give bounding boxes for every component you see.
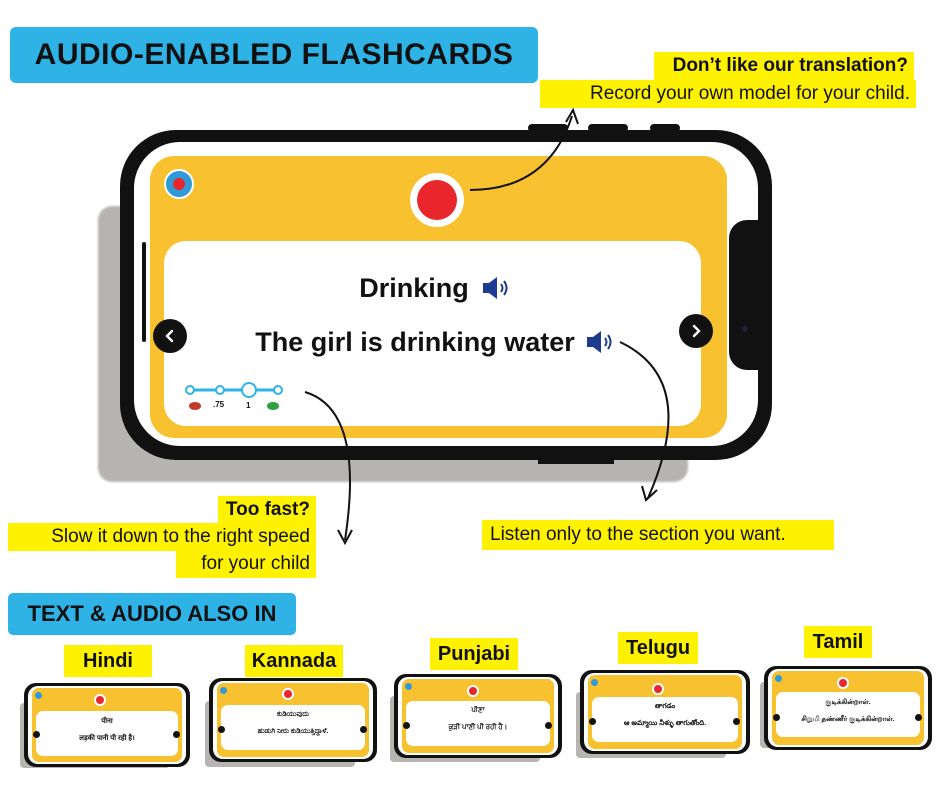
language-label: Punjabi [430, 638, 518, 670]
language-label: Hindi [64, 645, 152, 677]
side-indicator [142, 242, 146, 342]
flashcard-sentence: The girl is drinking water [255, 326, 575, 357]
mini-sentence: ఆ అమ్మాయి నీళ్ళు తాగుతోంది. [623, 720, 707, 727]
language-label: Telugu [618, 632, 698, 664]
mini-word: తాగడం [654, 703, 676, 710]
mini-sentence: लड़की पानी पी रही है। [79, 735, 135, 742]
language-card-punjabi[interactable]: Punjabi ਪੀਣਾ ਕੁੜੀ ਪਾਣੀ ਪੀ ਰਹੀ ਹੈ। [390, 638, 565, 768]
rabbit-icon [267, 402, 279, 410]
camera-dot [742, 326, 748, 332]
listen-callout: Listen only to the section you want. [482, 520, 834, 550]
mini-record-icon [652, 683, 664, 695]
mini-sentence: ਕੁੜੀ ਪਾਣੀ ਪੀ ਰਹੀ ਹੈ। [448, 724, 508, 731]
chevron-left-icon [165, 329, 174, 343]
language-label: Kannada [245, 645, 343, 677]
sentence-row: The girl is drinking water [220, 322, 650, 362]
record-button[interactable] [410, 173, 464, 227]
language-label: Tamil [804, 626, 872, 658]
mini-record-icon [282, 688, 294, 700]
mini-word: குடிக்கின்றாள். [825, 699, 871, 706]
sentence-speaker-icon[interactable] [585, 328, 615, 356]
speed-label-normal: 1 [246, 401, 251, 410]
mini-record-icon [467, 685, 479, 697]
mini-word: ਪੀਣਾ [471, 707, 485, 714]
speed-callout-title: Too fast? [218, 496, 316, 524]
word-row: Drinking [300, 268, 570, 308]
previous-card-button[interactable] [153, 319, 187, 353]
headline-banner: AUDIO-ENABLED FLASHCARDS [10, 27, 538, 83]
chevron-right-icon [692, 324, 701, 338]
language-card-telugu[interactable]: Telugu తాగడం ఆ అమ్మాయి నీళ్ళు తాగుతోంది. [576, 630, 754, 765]
speed-slider[interactable] [184, 380, 286, 414]
mini-word: पीना [101, 718, 113, 725]
mini-record-icon [837, 677, 849, 689]
record-callout-title: Don’t like our translation? [654, 52, 914, 80]
record-callout-body: Record your own model for your child. [540, 80, 916, 108]
mini-sentence: ಹುಡುಗಿ ನೀರು ಕುಡಿಯುತ್ತಿದ್ದಾಳೆ. [257, 728, 329, 735]
languages-banner: TEXT & AUDIO ALSO IN [8, 593, 296, 635]
record-icon [417, 180, 457, 220]
next-card-button[interactable] [679, 314, 713, 348]
mini-record-icon [94, 694, 106, 706]
phone-button-top-2 [588, 124, 628, 132]
phone-button-top-3 [650, 124, 680, 132]
brand-logo-icon [164, 169, 194, 199]
speed-callout-body-2: for your child [176, 550, 316, 578]
annotation-arrows [304, 107, 670, 546]
phone-notch [729, 220, 767, 370]
phone-button-top-1 [528, 124, 568, 132]
speed-label-slow: .75 [213, 400, 225, 409]
flashcard-word: Drinking [359, 272, 469, 303]
language-card-tamil[interactable]: Tamil குடிக்கின்றாள். சிறுமி தண்ணீர் குட… [760, 624, 935, 759]
mini-sentence: சிறுமி தண்ணீர் குடிக்கின்றாள். [801, 716, 895, 723]
phone-bottom-bar [538, 460, 614, 464]
language-card-kannada[interactable]: Kannada ಕುಡಿಯುವುದು ಹುಡುಗಿ ನೀರು ಕುಡಿಯುತ್ತ… [205, 645, 380, 770]
speed-callout-body-1: Slow it down to the right speed [8, 523, 316, 551]
mini-word: ಕುಡಿಯುವುದು [277, 711, 309, 718]
turtle-icon [189, 402, 201, 410]
language-card-hindi[interactable]: Hindi पीना लड़की पानी पी रही है। [20, 645, 190, 770]
word-speaker-icon[interactable] [481, 274, 511, 302]
